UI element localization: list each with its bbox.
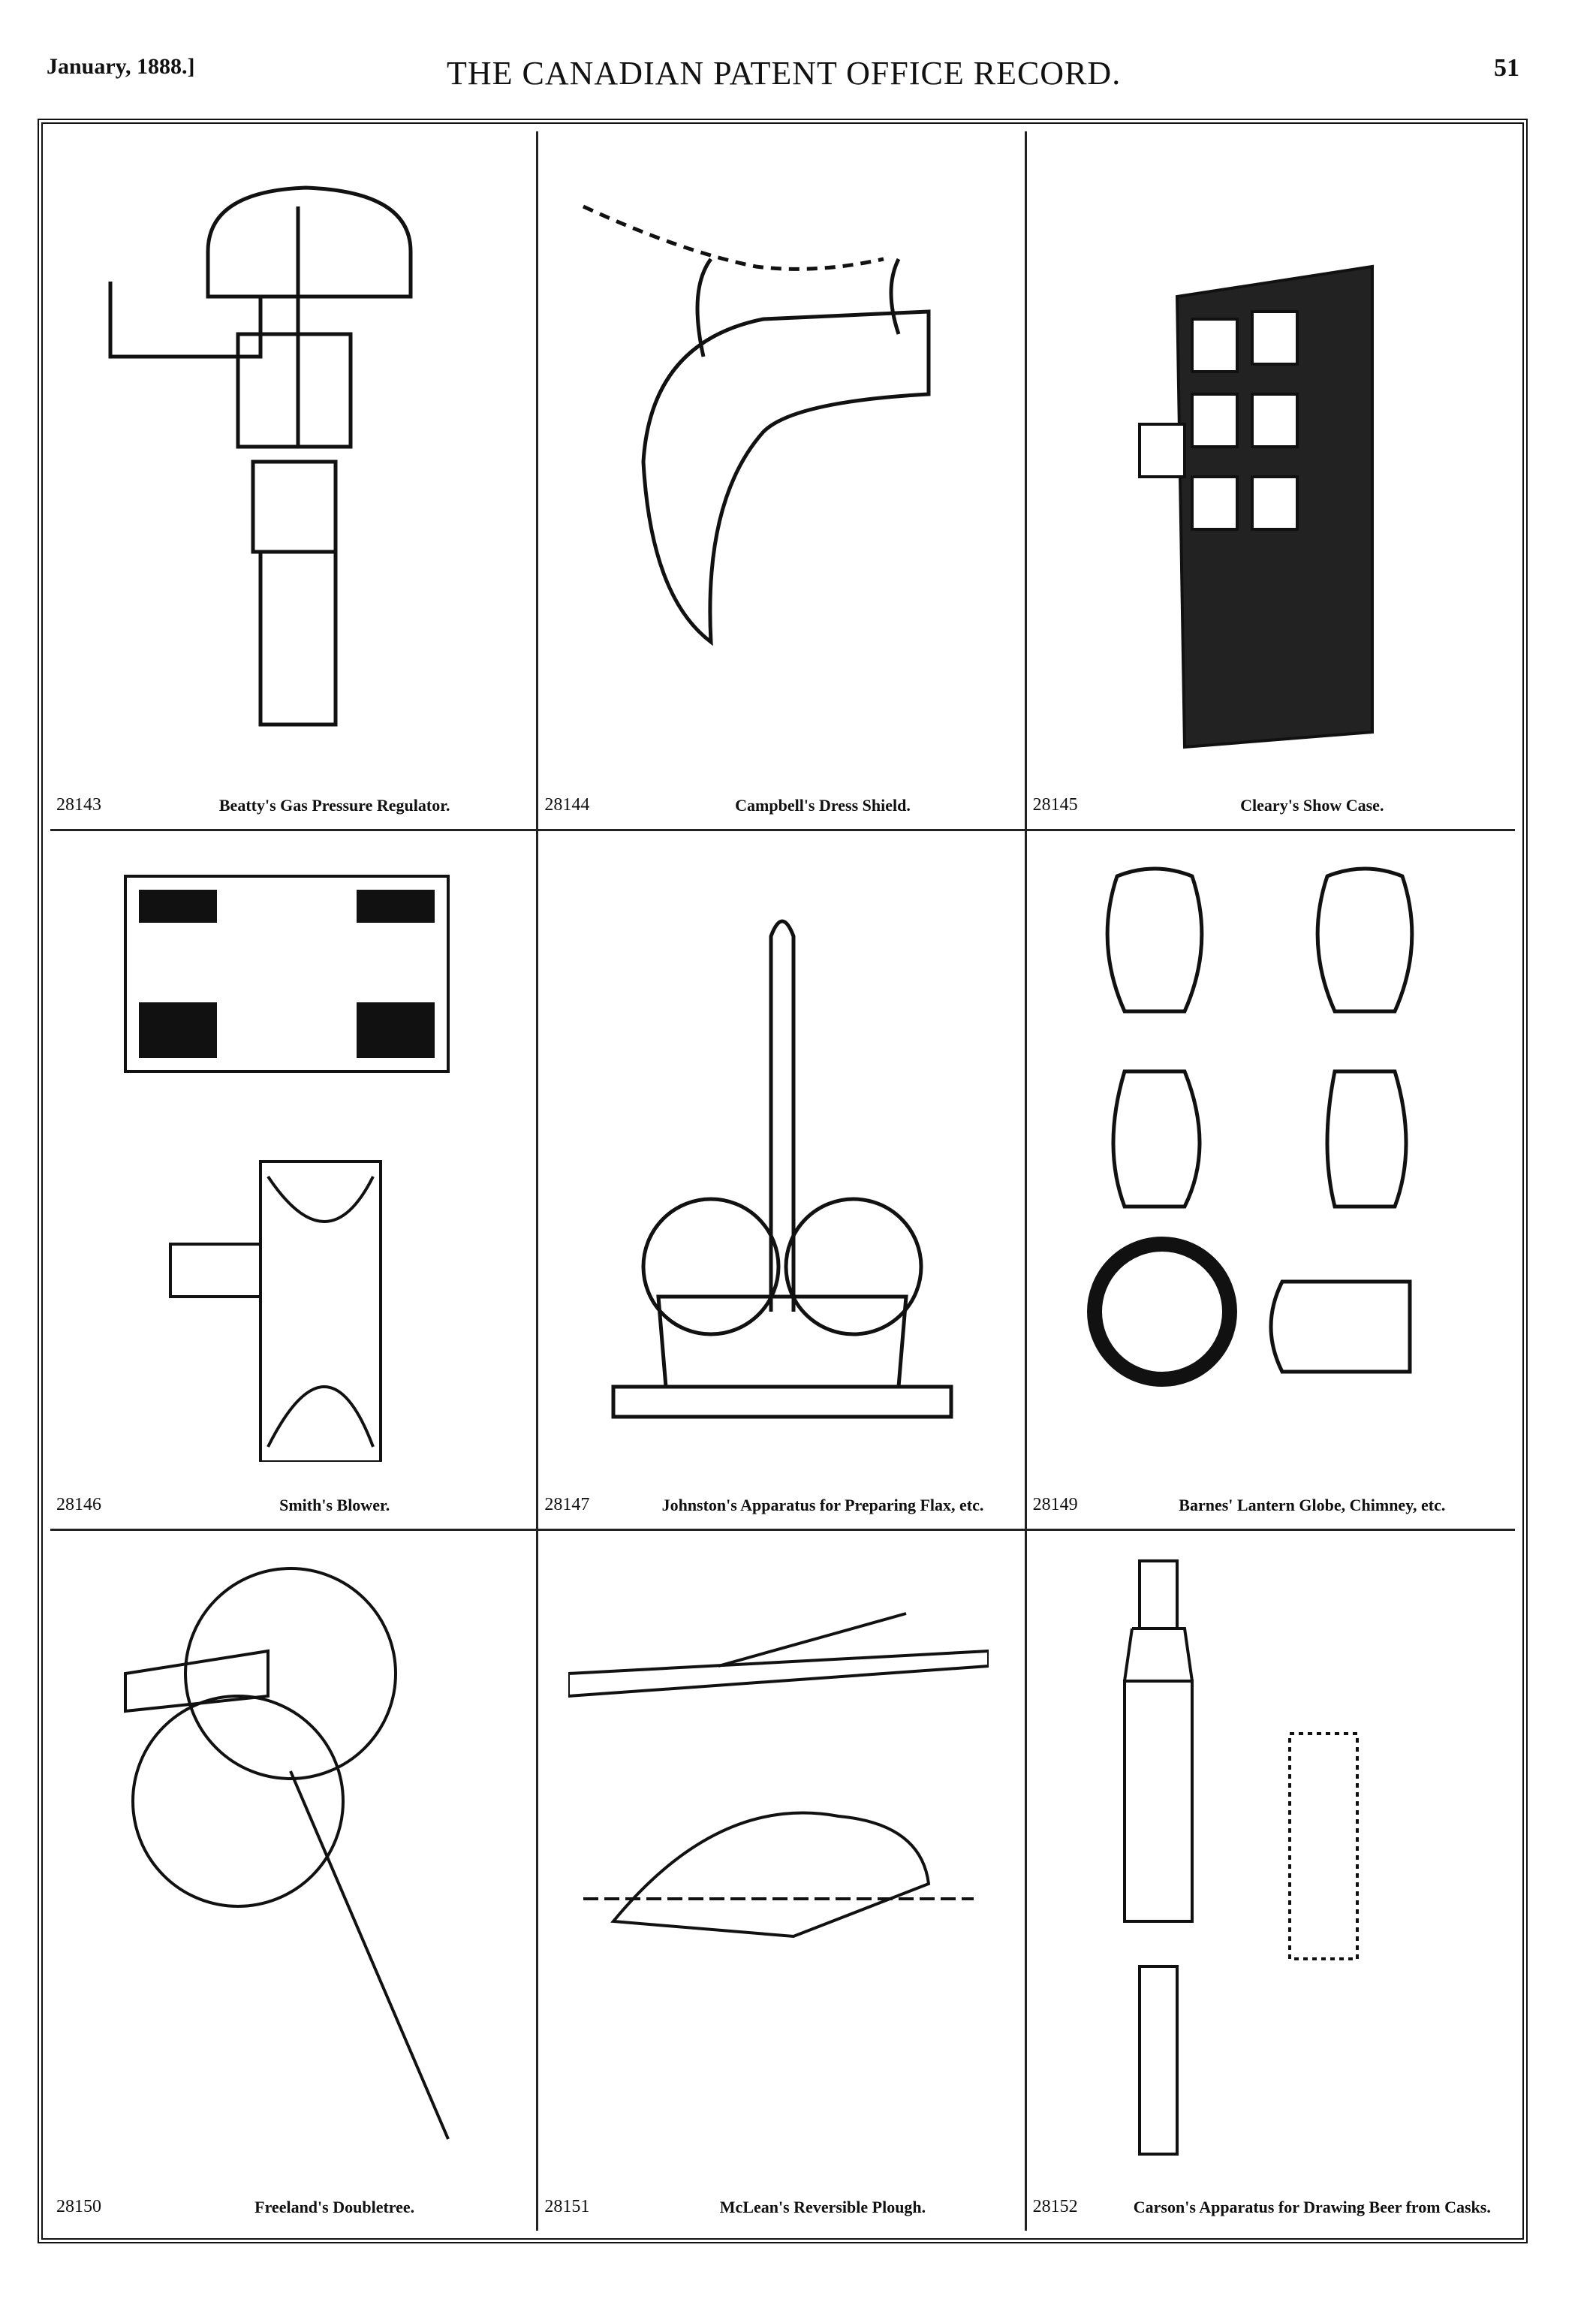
page-title: THE CANADIAN PATENT OFFICE RECORD. <box>447 55 1122 92</box>
patent-cell: 28143 Beatty's Gas Pressure Regulator. <box>50 131 539 831</box>
patent-figure-frame: 28143 Beatty's Gas Pressure Regulator. 28… <box>38 119 1528 2243</box>
patent-cell: 28146 Smith's Blower. <box>50 831 539 1531</box>
patent-cell: 28151 McLean's Reversible Plough. <box>538 1531 1027 2231</box>
show-case-illustration <box>1137 264 1374 749</box>
patent-cell: 28145 Cleary's Show Case. <box>1026 131 1515 831</box>
dress-shield-illustration <box>583 204 931 646</box>
header-date: January, 1888.] <box>47 54 195 79</box>
patent-cell: 28147 Johnston's Apparatus for Preparing … <box>538 831 1027 1531</box>
patent-number: 28149 <box>1032 1495 1078 1514</box>
patent-name: Carson's Apparatus for Drawing Beer from… <box>1133 2198 1491 2216</box>
lantern-globe-illustration <box>1086 866 1414 1387</box>
patent-number: 28144 <box>544 795 590 815</box>
patent-name: Cleary's Show Case. <box>1240 796 1384 815</box>
patent-name: Smith's Blower. <box>279 1496 390 1514</box>
patent-name: Beatty's Gas Pressure Regulator. <box>218 796 450 815</box>
patent-name: Freeland's Doubletree. <box>254 2198 415 2216</box>
flax-apparatus-illustration <box>611 919 953 1419</box>
patent-number: 28145 <box>1032 795 1078 815</box>
patent-cell: 28150 Freeland's Doubletree. <box>50 1531 539 2231</box>
patent-number: 28151 <box>544 2197 590 2216</box>
patent-cell: 28149 Barnes' Lantern Globe, Chimney, etc… <box>1026 831 1515 1531</box>
patent-cell: 28152 Carson's Apparatus for Drawing Beer… <box>1027 1531 1515 2231</box>
patent-name: Barnes' Lantern Globe, Chimney, etc. <box>1179 1496 1446 1514</box>
blower-illustration <box>124 875 450 1462</box>
patent-cell: 28144 Campbell's Dress Shield. <box>538 131 1027 831</box>
patent-number: 28152 <box>1032 2197 1078 2216</box>
patent-number: 28150 <box>56 2197 101 2216</box>
patent-name: McLean's Reversible Plough. <box>719 2198 926 2216</box>
doubletree-illustration <box>124 1567 450 2140</box>
patent-name: Campbell's Dress Shield. <box>735 796 911 815</box>
gas-regulator-illustration <box>108 185 413 727</box>
plough-illustration <box>568 1612 989 1939</box>
page-number: 51 <box>1494 54 1519 82</box>
patent-number: 28147 <box>544 1495 590 1514</box>
patent-number: 28143 <box>56 795 101 815</box>
patent-name: Johnston's Apparatus for Preparing Flax,… <box>661 1496 984 1514</box>
patent-number: 28146 <box>56 1495 101 1514</box>
beer-drawing-apparatus-illustration <box>1122 1559 1359 2156</box>
